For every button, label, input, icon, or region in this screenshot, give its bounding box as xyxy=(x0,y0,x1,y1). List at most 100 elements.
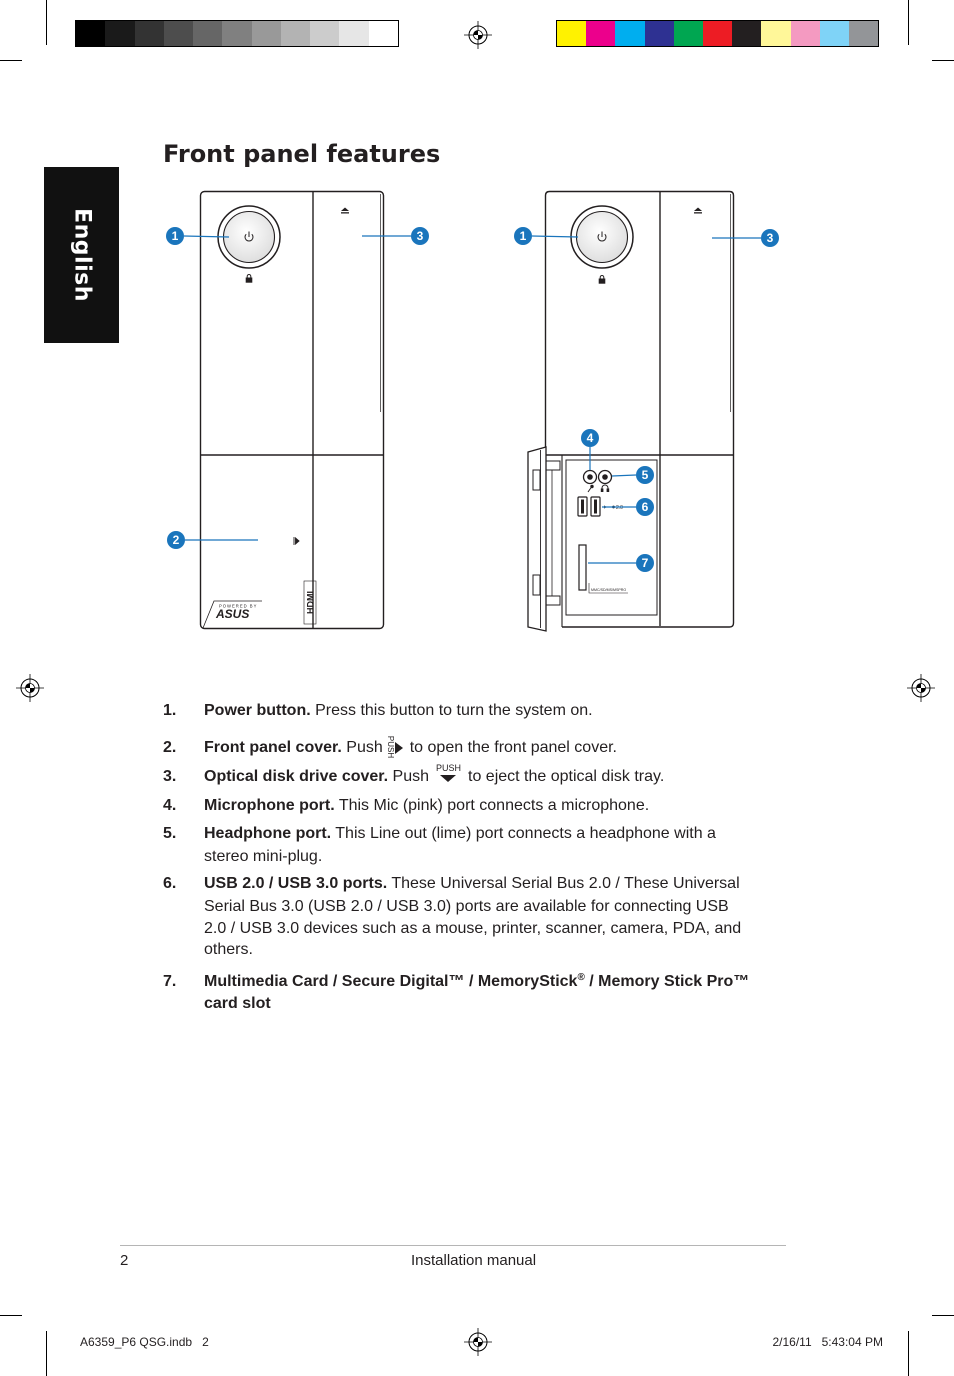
crop-mark xyxy=(908,0,909,45)
page-number: 2 xyxy=(120,1252,129,1269)
process-color-swatch xyxy=(761,21,791,46)
process-color-swatch xyxy=(615,21,645,46)
registration-mark-icon xyxy=(463,20,493,50)
feature-text: to open the front panel cover. xyxy=(409,739,617,756)
usb-label: 2.0 xyxy=(616,505,623,511)
front-panel-diagram: POWERED BY ASUS HDMI xyxy=(166,190,779,632)
crop-mark xyxy=(932,1315,954,1316)
callout-number: 6 xyxy=(642,500,649,514)
feature-text: These Universal Serial Bus 2.0 / These U… xyxy=(391,875,740,892)
registration-mark-icon xyxy=(906,673,936,703)
microphone-jack xyxy=(582,469,598,493)
power-icon xyxy=(244,231,254,242)
device-open-view: 2.0 MMC/SD/MS/MSPRO xyxy=(527,190,735,632)
feature-text: Push xyxy=(346,739,383,756)
feature-text-continued: stereo mini-plug. xyxy=(204,848,323,865)
process-color-bar xyxy=(556,20,879,47)
callout-badge: 6 xyxy=(636,498,654,516)
feature-text: Press this button to turn the system on. xyxy=(315,702,593,719)
language-tab: English xyxy=(44,167,119,343)
process-color-swatch xyxy=(673,21,703,46)
feature-number: 3. xyxy=(163,768,177,785)
power-button xyxy=(570,205,634,269)
lock-icon xyxy=(598,275,606,284)
grayscale-swatch xyxy=(280,21,311,46)
grayscale-swatch xyxy=(222,21,252,46)
callout-badge: 2 xyxy=(167,531,185,549)
process-color-swatch xyxy=(732,21,762,46)
feature-number: 1. xyxy=(163,702,177,719)
feature-label: Optical disk drive cover. xyxy=(204,768,389,785)
registration-mark-icon xyxy=(15,673,45,703)
push-right-icon: PUSH xyxy=(386,736,404,759)
microphone-icon xyxy=(587,484,594,493)
grayscale-swatch xyxy=(76,21,106,46)
footer-divider xyxy=(120,1245,786,1246)
callout-badge: 4 xyxy=(581,429,599,447)
grayscale-swatch xyxy=(105,21,135,46)
callout-badge: 3 xyxy=(761,229,779,247)
callout-badge: 1 xyxy=(166,227,184,245)
feature-number: 6. xyxy=(163,875,177,892)
crop-mark xyxy=(932,60,954,61)
feature-label: Front panel cover. xyxy=(204,739,342,756)
process-color-swatch xyxy=(586,21,616,46)
crop-mark xyxy=(0,1315,22,1316)
callout-number: 3 xyxy=(417,229,424,243)
feature-text: to eject the optical disk tray. xyxy=(468,768,665,785)
callout-badge: 7 xyxy=(636,554,654,572)
callout-number: 4 xyxy=(587,431,594,445)
card-reader-slot: MMC/SD/MS/MSPRO xyxy=(578,544,628,594)
hdmi-port: HDMI xyxy=(303,580,317,625)
powered-by-label: POWERED BY xyxy=(219,604,257,609)
feature-text: This Line out (lime) port connects a hea… xyxy=(335,825,716,842)
card-slot-label: MMC/SD/MS/MSPRO xyxy=(591,588,626,592)
callout-number: 1 xyxy=(172,229,179,243)
front-panel-door xyxy=(527,446,561,632)
feature-text: This Mic (pink) port connects a micropho… xyxy=(338,797,650,814)
grayscale-swatch xyxy=(251,21,281,46)
push-icon xyxy=(293,537,300,545)
crop-mark xyxy=(46,0,47,45)
push-down-icon: PUSH xyxy=(434,763,462,788)
grayscale-color-bar xyxy=(75,20,399,47)
crop-mark xyxy=(908,1331,909,1376)
grayscale-swatch xyxy=(134,21,164,46)
feature-label-continued: card slot xyxy=(204,995,271,1012)
hdmi-label: HDMI xyxy=(306,591,316,614)
feature-label: Microphone port. xyxy=(204,797,335,814)
registered-mark: ® xyxy=(577,972,585,983)
grayscale-swatch xyxy=(368,21,398,46)
process-color-swatch xyxy=(557,21,587,46)
callout-number: 5 xyxy=(642,468,649,482)
headphone-icon xyxy=(600,484,610,492)
feature-label: Power button. xyxy=(204,702,311,719)
grayscale-swatch xyxy=(163,21,194,46)
callout-number: 1 xyxy=(520,229,527,243)
feature-number: 2. xyxy=(163,739,177,756)
process-color-swatch xyxy=(819,21,849,46)
usb-ports: 2.0 xyxy=(577,496,623,517)
power-icon xyxy=(597,231,607,242)
process-color-swatch xyxy=(644,21,674,46)
headphone-jack xyxy=(597,469,613,492)
callout-number: 7 xyxy=(642,556,649,570)
feature-text-continued: Serial Bus 3.0 (USB 2.0 / USB 3.0) ports… xyxy=(204,898,729,915)
push-icon-label: PUSH xyxy=(385,735,395,759)
eject-icon xyxy=(694,207,702,214)
page-title: Front panel features xyxy=(163,140,441,168)
grayscale-swatch xyxy=(193,21,223,46)
feature-number: 4. xyxy=(163,797,177,814)
footer-doc-title: Installation manual xyxy=(411,1252,537,1269)
callout-badge: 5 xyxy=(636,466,654,484)
push-icon-label: PUSH xyxy=(436,763,462,773)
callout-number: 2 xyxy=(173,533,180,547)
power-button xyxy=(217,205,281,269)
grayscale-swatch xyxy=(310,21,340,46)
feature-number: 7. xyxy=(163,973,177,990)
process-color-swatch xyxy=(848,21,879,46)
process-color-swatch xyxy=(790,21,820,46)
crop-mark xyxy=(0,60,22,61)
registration-mark-icon xyxy=(463,1327,493,1357)
callout-badge: 1 xyxy=(514,227,532,245)
